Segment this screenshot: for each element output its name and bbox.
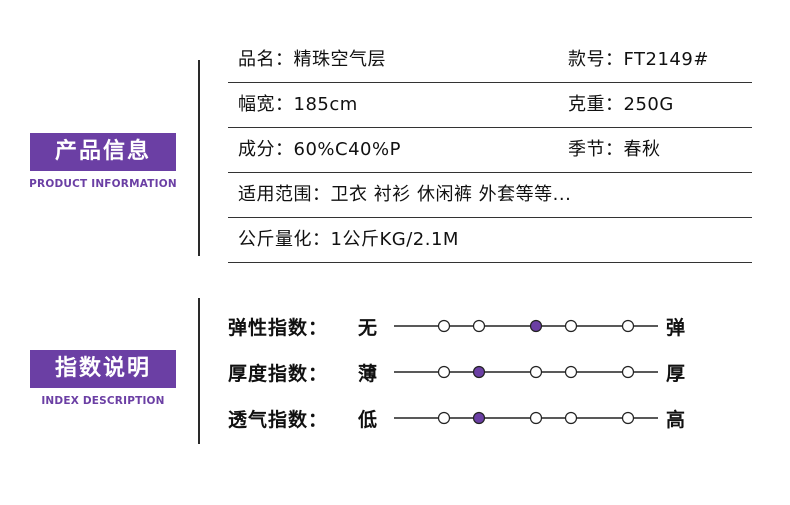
breathability-low-label: 低 [358,409,378,431]
thickness-label: 厚度指数： [228,363,329,385]
scale-dot [564,365,578,379]
product-info-section: 产品信息 PRODUCT INFORMATION 品名：精珠空气层 款号：FT2… [0,38,790,263]
scale-svg [394,411,658,425]
scale-dot [437,411,451,425]
fabric-width: 幅宽：185cm [238,94,358,115]
elasticity-scale [394,314,658,338]
product-name: 品名：精珠空气层 [238,49,386,70]
scale-dot-selected [529,319,543,333]
scale-dot [621,319,635,333]
info-row-name: 品名：精珠空气层 款号：FT2149# [228,38,752,83]
scale-dot [621,411,635,425]
scale-dot-selected [472,365,486,379]
season: 季节：春秋 [568,139,661,160]
info-row-quantification: 公斤量化：1公斤KG/2.1M [228,218,752,263]
thickness-low-label: 薄 [358,363,378,385]
elasticity-label: 弹性指数： [228,317,329,339]
scale-dot [621,365,635,379]
thickness-index-row: 厚度指数： 薄 厚 [228,356,698,402]
info-row-width: 幅宽：185cm 克重：250G [228,83,752,128]
product-info-table: 品名：精珠空气层 款号：FT2149# 幅宽：185cm 克重：250G 成分：… [228,38,752,263]
style-number: 款号：FT2149# [568,49,709,70]
elasticity-low-label: 无 [358,317,378,339]
index-description-title: 指数说明 [30,350,176,388]
scale-dot [529,365,543,379]
product-info-divider [198,60,200,256]
fabric-weight: 克重：250G [568,94,674,115]
scale-dot [564,319,578,333]
scale-dot [529,411,543,425]
usage-range: 适用范围：卫衣 衬衫 休闲裤 外套等等... [238,184,572,205]
info-row-usage: 适用范围：卫衣 衬衫 休闲裤 外套等等... [228,173,752,218]
breathability-high-label: 高 [666,409,686,431]
elasticity-index-row: 弹性指数： 无 弹 [228,310,698,356]
scale-dot [437,365,451,379]
product-info-subtitle: PRODUCT INFORMATION [29,178,177,190]
breathability-label: 透气指数： [228,409,329,431]
index-description-section: 指数说明 INDEX DESCRIPTION 弹性指数： 无 弹 厚度指数： 薄… [0,298,790,448]
scale-dot-selected [472,411,486,425]
index-divider [198,298,200,444]
product-info-title: 产品信息 [30,133,176,171]
scale-dot [472,319,486,333]
scale-dot [564,411,578,425]
info-row-composition: 成分：60%C40%P 季节：春秋 [228,128,752,173]
thickness-high-label: 厚 [666,363,686,385]
index-description-badge: 指数说明 INDEX DESCRIPTION [28,350,178,407]
breathability-index-row: 透气指数： 低 高 [228,402,698,448]
scale-dot [437,319,451,333]
index-list: 弹性指数： 无 弹 厚度指数： 薄 厚 透气指数： 低 高 [228,310,698,448]
thickness-scale [394,360,658,384]
product-info-badge: 产品信息 PRODUCT INFORMATION [28,133,178,190]
scale-svg [394,365,658,379]
breathability-scale [394,406,658,430]
composition: 成分：60%C40%P [238,139,401,160]
elasticity-high-label: 弹 [666,317,686,339]
kg-quantification: 公斤量化：1公斤KG/2.1M [238,229,459,250]
index-description-subtitle: INDEX DESCRIPTION [41,395,165,407]
scale-svg [394,319,658,333]
